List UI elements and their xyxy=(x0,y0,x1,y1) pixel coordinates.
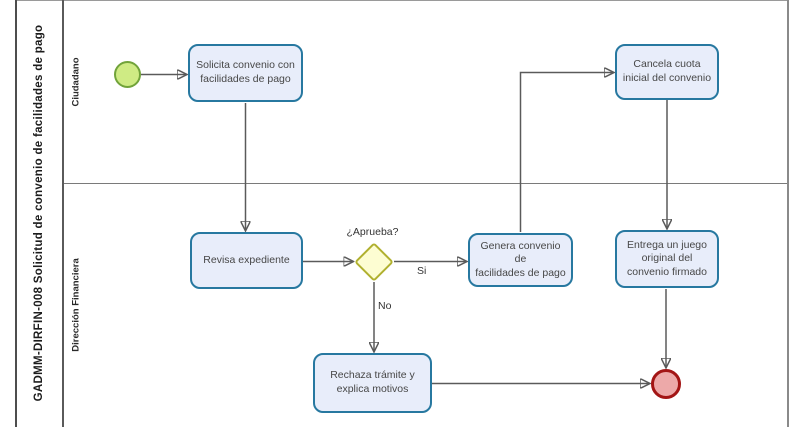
flow-label-no: No xyxy=(378,300,392,312)
flow-label-si: Si xyxy=(417,265,427,277)
task-label: Entrega un juego original del convenio f… xyxy=(627,238,707,278)
task-revisa-expediente[interactable]: Revisa expediente xyxy=(190,232,303,289)
pool-left-border xyxy=(15,0,17,427)
task-rechaza-tramite[interactable]: Rechaza trámite y explica motivos xyxy=(313,353,432,413)
task-label: Genera convenio de facilidades de pago xyxy=(475,239,566,279)
task-label: Solicita convenio con facilidades de pag… xyxy=(196,59,295,85)
task-solicita-convenio[interactable]: Solicita convenio con facilidades de pag… xyxy=(188,44,303,102)
pool-right-border xyxy=(787,0,789,427)
flow-genera-to-cancela xyxy=(519,73,614,232)
start-event[interactable] xyxy=(114,61,141,88)
gateway-label: ¿Aprueba? xyxy=(346,226,399,238)
end-event[interactable] xyxy=(651,369,681,399)
task-entrega-juego-original[interactable]: Entrega un juego original del convenio f… xyxy=(615,230,719,288)
pool-title-column-divider xyxy=(62,0,64,427)
task-genera-convenio[interactable]: Genera convenio de facilidades de pago xyxy=(468,233,573,287)
task-label: Rechaza trámite y explica motivos xyxy=(330,369,415,395)
pool-top-border xyxy=(15,0,789,1)
lane-divider xyxy=(64,183,787,184)
task-label: Cancela cuota inicial del convenio xyxy=(622,58,712,84)
task-cancela-cuota[interactable]: Cancela cuota inicial del convenio xyxy=(615,44,719,100)
task-label: Revisa expediente xyxy=(203,253,290,266)
